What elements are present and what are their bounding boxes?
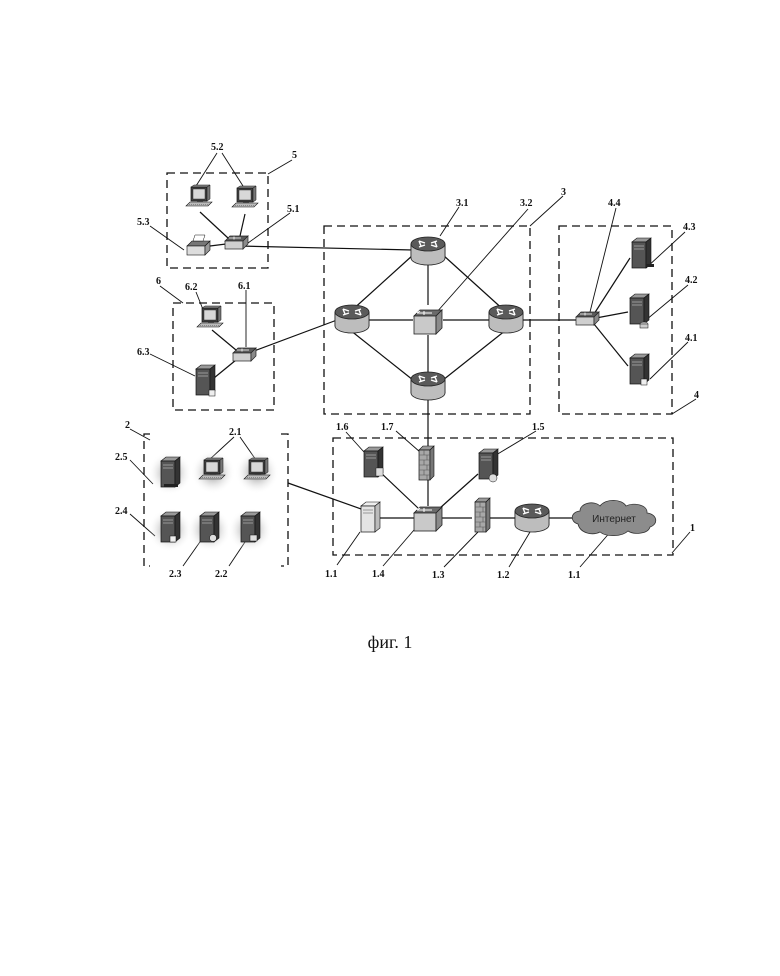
pc-5.2b-icon xyxy=(232,186,258,207)
label-4.1: 4.1 xyxy=(685,333,698,344)
pc-5.2a-icon xyxy=(186,185,212,206)
server-4.2-icon xyxy=(630,294,649,324)
router-3-bottom-icon xyxy=(411,372,445,400)
label-2.2: 2.2 xyxy=(215,569,228,580)
label-1.5: 1.5 xyxy=(532,422,545,433)
group-6-box xyxy=(173,303,274,410)
label-6: 6 xyxy=(156,276,161,287)
label-6.2: 6.2 xyxy=(185,282,198,293)
group-1-box xyxy=(333,438,673,555)
label-5.2: 5.2 xyxy=(211,142,224,153)
link-3.1-3-right xyxy=(443,255,506,312)
group-2 xyxy=(148,450,279,552)
server-2.5-icon xyxy=(161,457,180,487)
internet-cloud-icon: Интернет xyxy=(572,500,656,535)
switch-6.1-icon xyxy=(233,348,256,361)
link-6.3-6.1 xyxy=(214,360,236,378)
label-1.4: 1.4 xyxy=(372,569,385,580)
switch-5.1-icon xyxy=(225,236,248,249)
link-3.1-3-left xyxy=(350,255,413,312)
label-1.3: 1.3 xyxy=(432,570,445,581)
link-5.2b-5.1 xyxy=(240,214,245,236)
link-4.4-4.3 xyxy=(594,258,630,314)
pc-6.2-icon xyxy=(197,306,223,327)
link-1.5-1.4 xyxy=(440,474,478,508)
label-6.3: 6.3 xyxy=(137,347,150,358)
label-3.2: 3.2 xyxy=(520,198,533,209)
router-3-right-icon xyxy=(489,305,523,333)
label-1.6: 1.6 xyxy=(336,422,349,433)
printer-5.3-icon xyxy=(187,235,210,255)
server-4.3-icon xyxy=(632,238,651,268)
link-3-right-3-bottom xyxy=(443,330,506,380)
label-3.1: 3.1 xyxy=(456,198,469,209)
link-3-left-3-bottom xyxy=(350,330,413,380)
label-2.4: 2.4 xyxy=(115,506,128,517)
label-1.2: 1.2 xyxy=(497,570,510,581)
label-2: 2 xyxy=(125,420,130,431)
server-1.1-icon xyxy=(361,502,380,532)
firewall-1.7-icon xyxy=(419,446,434,480)
label-4.3: 4.3 xyxy=(683,222,696,233)
link-1.6-1.4 xyxy=(380,472,418,508)
label-5.1: 5.1 xyxy=(287,204,300,215)
link-4.4-4.1 xyxy=(594,324,628,366)
link-6.2-6.1 xyxy=(212,330,236,350)
switch-1.4-icon xyxy=(414,507,442,531)
label-2.3: 2.3 xyxy=(169,569,182,580)
group-6 xyxy=(196,306,256,396)
figure-caption: фиг. 1 xyxy=(0,632,780,653)
link-5.3-5.1 xyxy=(210,244,226,246)
group-boxes xyxy=(167,173,673,555)
label-3: 3 xyxy=(561,187,566,198)
switch-4.4-icon xyxy=(576,312,599,325)
group-3 xyxy=(335,237,523,400)
label-6.1: 6.1 xyxy=(238,281,251,292)
group-4 xyxy=(576,238,654,385)
label-4.4: 4.4 xyxy=(608,198,621,209)
label-2.1: 2.1 xyxy=(229,427,242,438)
label-1: 1 xyxy=(690,523,695,534)
group-1: Интернет xyxy=(361,446,656,536)
link-4.4-4.2 xyxy=(596,312,628,318)
label-1.7: 1.7 xyxy=(381,422,394,433)
cloud-label: Интернет xyxy=(592,514,636,525)
router-3-left-icon xyxy=(335,305,369,333)
label-1.1-server: 1.1 xyxy=(325,569,338,580)
label-4: 4 xyxy=(694,390,699,401)
router-3.1-icon xyxy=(411,237,445,265)
router-1.2-icon xyxy=(515,504,549,532)
firewall-1.3-icon xyxy=(475,498,490,532)
link-5.2a-5.1 xyxy=(200,212,228,238)
switch-3.2-icon xyxy=(414,310,442,334)
link-2-1.1 xyxy=(288,483,364,510)
label-5.3: 5.3 xyxy=(137,217,150,228)
label-4.2: 4.2 xyxy=(685,275,698,286)
label-1.1-cloud: 1.1 xyxy=(568,570,581,581)
label-2.5: 2.5 xyxy=(115,452,128,463)
link-5.1-3.1 xyxy=(238,246,413,250)
label-5: 5 xyxy=(292,150,297,161)
